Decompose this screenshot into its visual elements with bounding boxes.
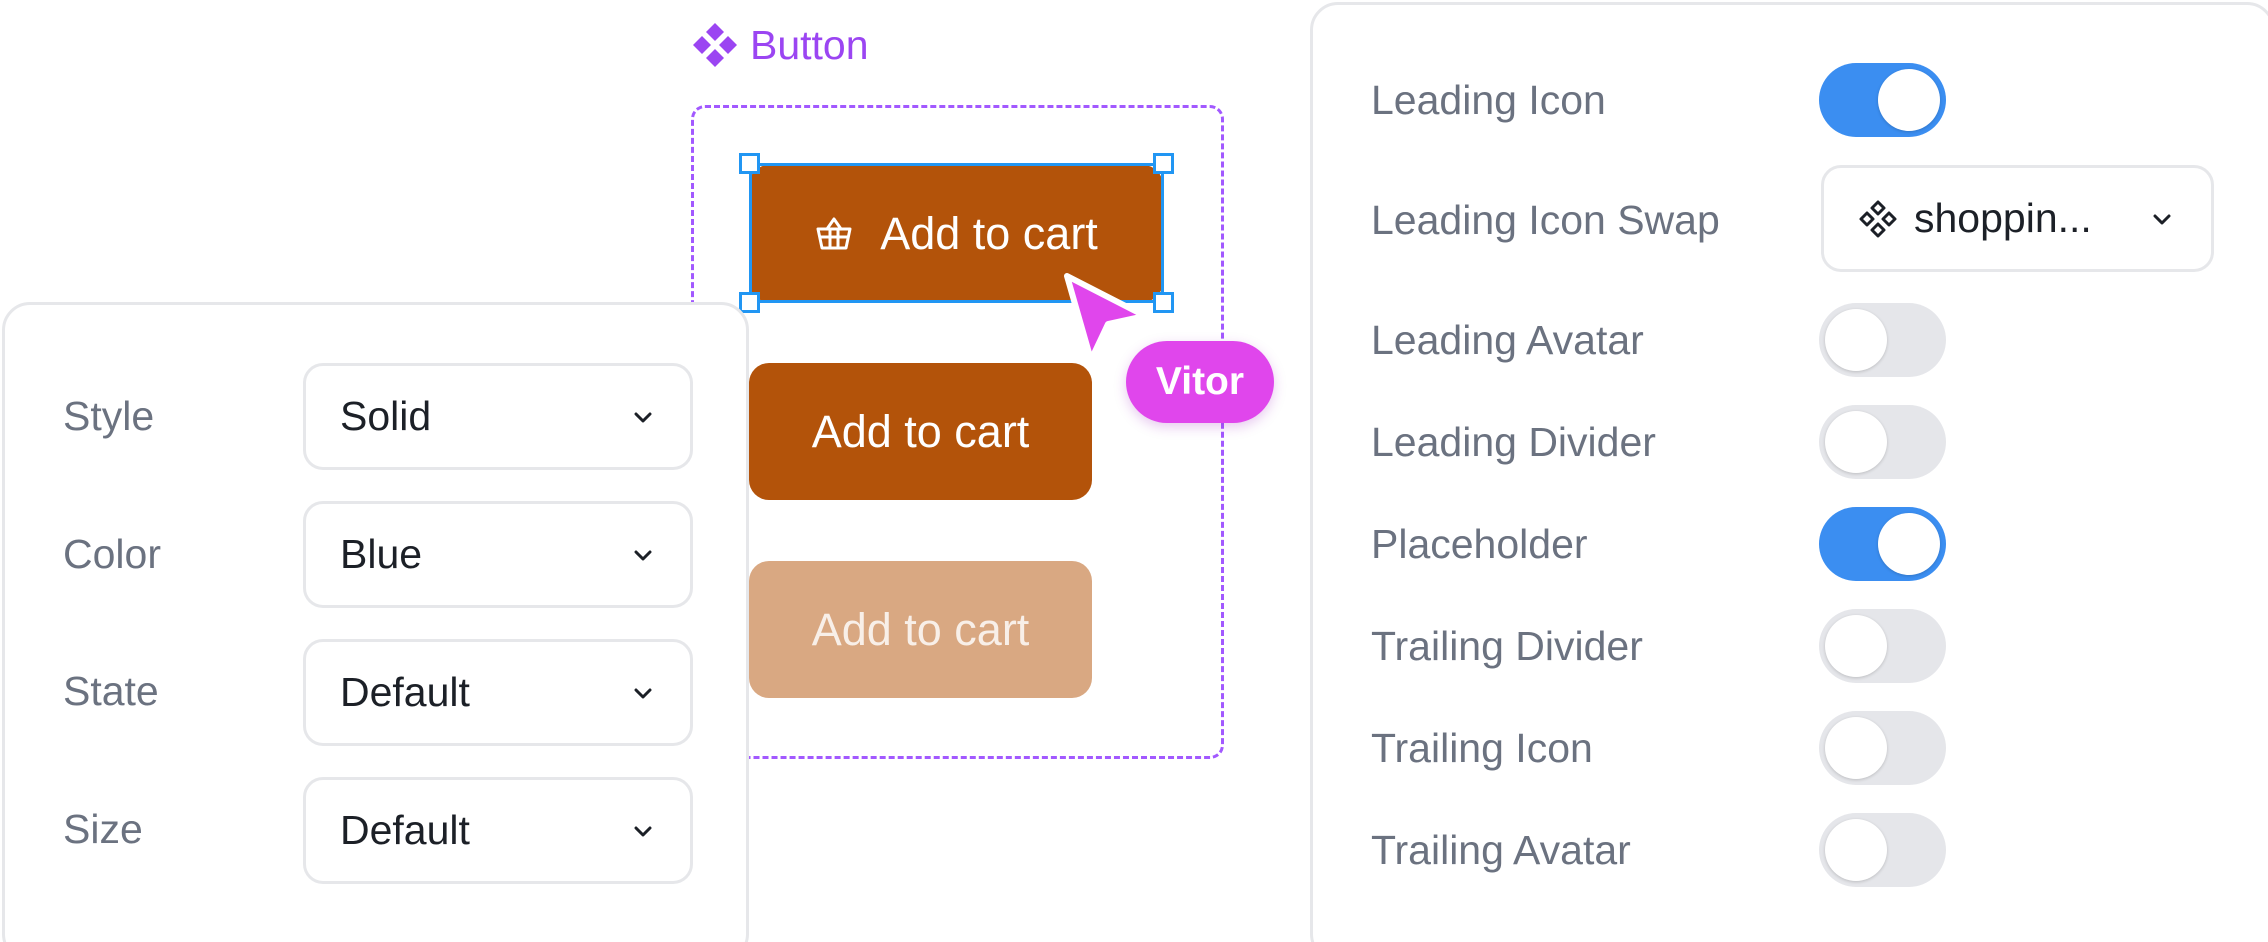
component-header[interactable]: Button [690, 20, 869, 70]
property-label: Size [63, 806, 143, 852]
option-label-leading-divider: Leading Divider [1371, 419, 1656, 465]
option-label-leading-icon-swap: Leading Icon Swap [1371, 197, 1720, 243]
property-label: State [63, 668, 159, 714]
chevron-down-icon [634, 412, 652, 422]
select-value: Solid [340, 393, 432, 439]
button-label: Add to cart [811, 405, 1030, 457]
instance-options-panel: Leading Icon Leading Icon Swap shoppin..… [1310, 2, 2268, 942]
style-select[interactable]: Solid [303, 363, 693, 470]
chevron-down-icon [634, 550, 652, 560]
resize-handle-bottom-right[interactable] [1153, 292, 1174, 313]
select-value: Blue [340, 531, 423, 577]
trailing-avatar-toggle[interactable] [1819, 813, 1946, 887]
add-to-cart-button[interactable]: Add to cart [749, 363, 1092, 500]
option-label-trailing-icon: Trailing Icon [1371, 725, 1593, 771]
property-row-style: Style [63, 393, 154, 440]
property-row-state: State [63, 668, 159, 715]
state-select[interactable]: Default [303, 639, 693, 746]
component-name: Button [750, 21, 869, 68]
property-label: Color [63, 531, 161, 577]
button-label: Add to cart [880, 207, 1098, 259]
chevron-down-icon [634, 826, 652, 836]
button-label: Add to cart [811, 603, 1030, 655]
toggle-knob [1825, 717, 1887, 779]
option-label-trailing-divider: Trailing Divider [1371, 623, 1643, 669]
variant-properties-panel: Style Solid Color Blue State Default Siz… [2, 302, 749, 942]
resize-handle-top-left[interactable] [739, 153, 760, 174]
property-row-size: Size [63, 806, 143, 853]
select-value: shoppin... [1914, 195, 2092, 241]
leading-avatar-toggle[interactable] [1819, 303, 1946, 377]
resize-handle-bottom-left[interactable] [739, 292, 760, 313]
leading-divider-toggle[interactable] [1819, 405, 1946, 479]
leading-icon-swap-select[interactable]: shoppin... [1821, 165, 2214, 272]
chevron-down-icon [634, 688, 652, 698]
property-label: Style [63, 393, 155, 439]
property-row-color: Color [63, 531, 161, 578]
add-to-cart-button-with-icon[interactable]: Add to cart [749, 165, 1163, 302]
component-instance-icon [1859, 200, 1897, 237]
select-value: Default [340, 807, 470, 853]
component-diamond-icon [693, 23, 737, 67]
shopping-basket-icon [816, 217, 852, 249]
add-to-cart-button-disabled[interactable]: Add to cart [749, 561, 1092, 698]
toggle-knob [1878, 513, 1940, 575]
select-value: Default [340, 669, 470, 715]
trailing-divider-toggle[interactable] [1819, 609, 1946, 683]
collaborator-cursor-icon [1064, 273, 1148, 363]
toggle-knob [1825, 309, 1887, 371]
size-select[interactable]: Default [303, 777, 693, 884]
chevron-down-icon [2153, 214, 2171, 224]
trailing-icon-toggle[interactable] [1819, 711, 1946, 785]
toggle-knob [1825, 411, 1887, 473]
toggle-knob [1878, 69, 1940, 131]
collaborator-name-tag: Vitor [1126, 341, 1274, 423]
resize-handle-top-right[interactable] [1153, 153, 1174, 174]
toggle-knob [1825, 819, 1887, 881]
option-label-leading-icon: Leading Icon [1371, 77, 1606, 123]
option-label-placeholder: Placeholder [1371, 521, 1588, 567]
option-label-leading-avatar: Leading Avatar [1371, 317, 1644, 363]
option-label-trailing-avatar: Trailing Avatar [1371, 827, 1631, 873]
leading-icon-toggle[interactable] [1819, 63, 1946, 137]
placeholder-toggle[interactable] [1819, 507, 1946, 581]
color-select[interactable]: Blue [303, 501, 693, 608]
toggle-knob [1825, 615, 1887, 677]
